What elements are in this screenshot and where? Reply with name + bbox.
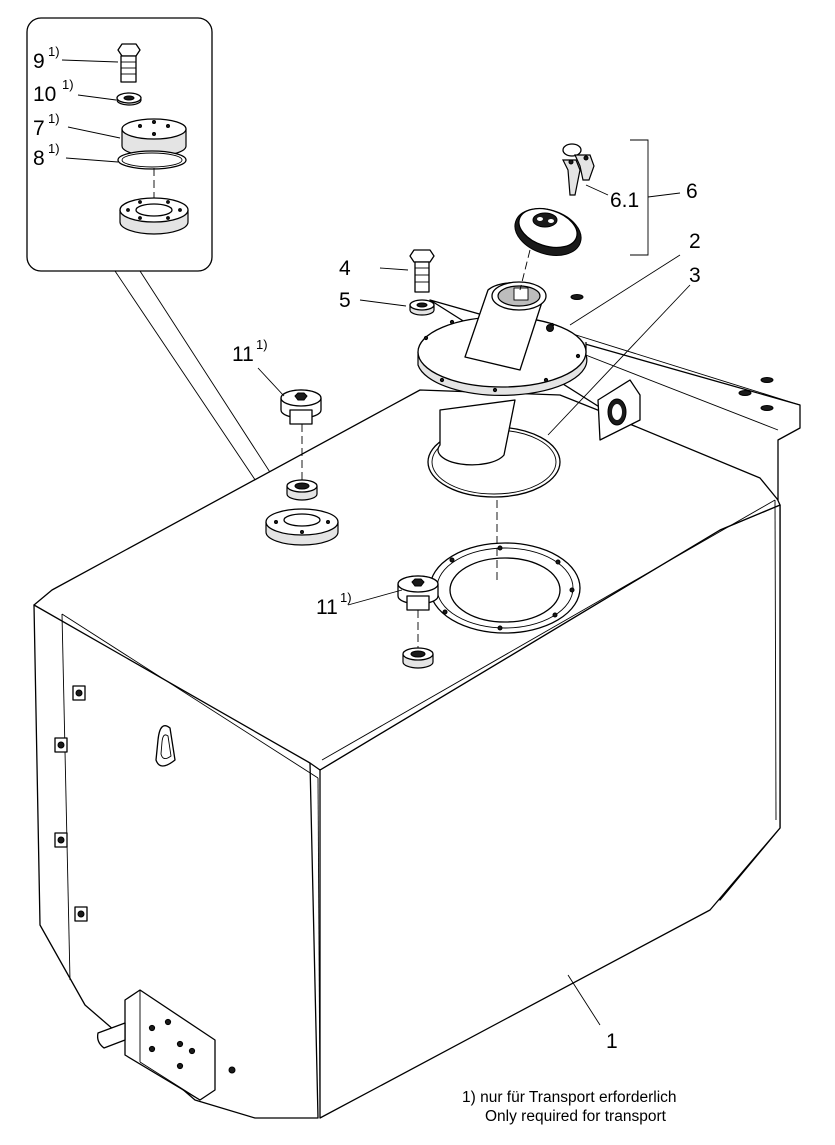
callout-10: 10 [33, 83, 56, 106]
footnote: 1) nur für Transport erforderlich Only r… [462, 1089, 677, 1125]
inset-leader-left [114, 270, 273, 506]
callout-8-sup: 1) [48, 141, 60, 156]
footnote-german: 1) nur für Transport erforderlich [462, 1089, 677, 1106]
inset-leader-right [139, 270, 287, 498]
inset-bolt [117, 43, 141, 83]
plug-upper [280, 389, 322, 501]
drain-block [96, 989, 236, 1101]
filler-cap [514, 207, 582, 291]
inset-frame [26, 17, 213, 272]
bracket-eye [597, 379, 641, 441]
inset-o-ring [117, 150, 187, 170]
callout-1: 1 [606, 1030, 618, 1053]
callout-5: 5 [339, 289, 351, 312]
neck-bolt [409, 249, 435, 293]
side-handle [155, 725, 176, 767]
callout-9-sup: 1) [48, 44, 60, 59]
tank-body [33, 294, 801, 1119]
callout-6-1: 6.1 [610, 189, 639, 212]
inset-flange [119, 197, 189, 235]
inset-washer [116, 92, 142, 106]
callout-8: 8 [33, 147, 45, 170]
plug-lower [397, 575, 439, 669]
callout-9: 9 [33, 50, 45, 73]
bracket-slots [570, 294, 774, 411]
footnote-english: Only required for transport [485, 1108, 667, 1125]
detail-inset [26, 17, 213, 272]
inset-cover-plate [121, 118, 187, 157]
left-face-bolts [54, 685, 88, 922]
callout-4: 4 [339, 257, 351, 280]
callout-3: 3 [689, 264, 701, 287]
port-flange-left [265, 508, 339, 546]
callout-11-lower: 11 [316, 596, 338, 619]
callout-11-upper-sup: 1) [256, 337, 268, 352]
callout-labels: 9 1) 10 1) 7 1) 8 1) 4 5 11 1) 11 1) 2 3… [33, 44, 701, 1053]
filler-opening [429, 500, 581, 634]
callout-10-sup: 1) [62, 77, 74, 92]
callout-7-sup: 1) [48, 111, 60, 126]
callout-11-lower-sup: 1) [340, 590, 352, 605]
callout-6: 6 [686, 180, 698, 203]
filler-neck [417, 281, 588, 466]
callout-7: 7 [33, 117, 45, 140]
leader-lines [257, 139, 691, 1026]
cap-keys [562, 143, 595, 196]
neck-washer [409, 299, 435, 316]
callout-2: 2 [689, 230, 701, 253]
callout-11-upper: 11 [232, 343, 254, 366]
